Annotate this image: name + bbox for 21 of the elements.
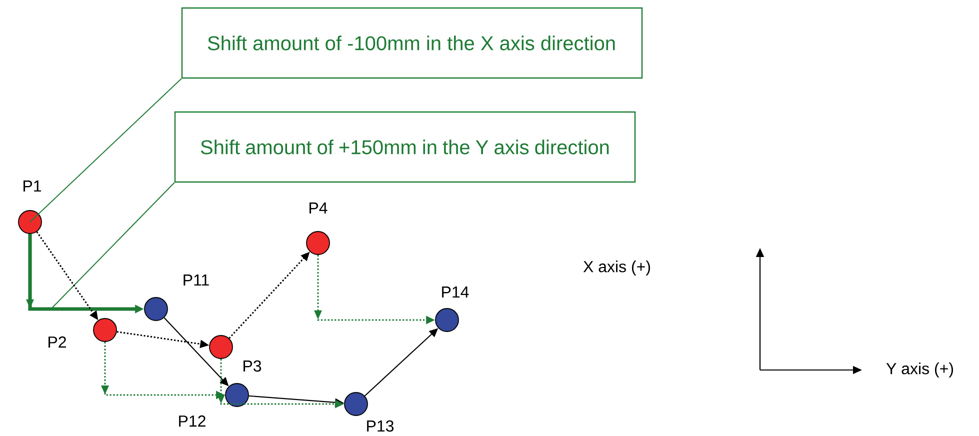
point-marker: [225, 383, 249, 407]
point-label: P12: [179, 415, 206, 427]
axis-label: X axis (+): [583, 260, 650, 276]
point-label: P14: [442, 286, 469, 298]
point-marker: [306, 231, 330, 255]
point-marker: [344, 392, 368, 416]
point-label: P4: [310, 202, 328, 214]
callout-box: Shift amount of +150mm in the Y axis direction: [174, 111, 636, 183]
point-marker: [435, 308, 459, 332]
point-marker: [209, 335, 233, 359]
axis-label: Y axis (+): [886, 362, 953, 378]
callout-box: Shift amount of -100mm in the X axis direction: [181, 7, 643, 79]
point-marker: [93, 318, 117, 342]
point-label: P3: [244, 360, 262, 372]
point-label: P13: [367, 420, 394, 432]
point-marker: [18, 210, 42, 234]
point-marker: [144, 297, 168, 321]
point-label: P11: [184, 274, 209, 286]
leader-line: [30, 78, 182, 222]
point-label: P1: [24, 180, 41, 192]
point-label: P2: [48, 336, 66, 348]
